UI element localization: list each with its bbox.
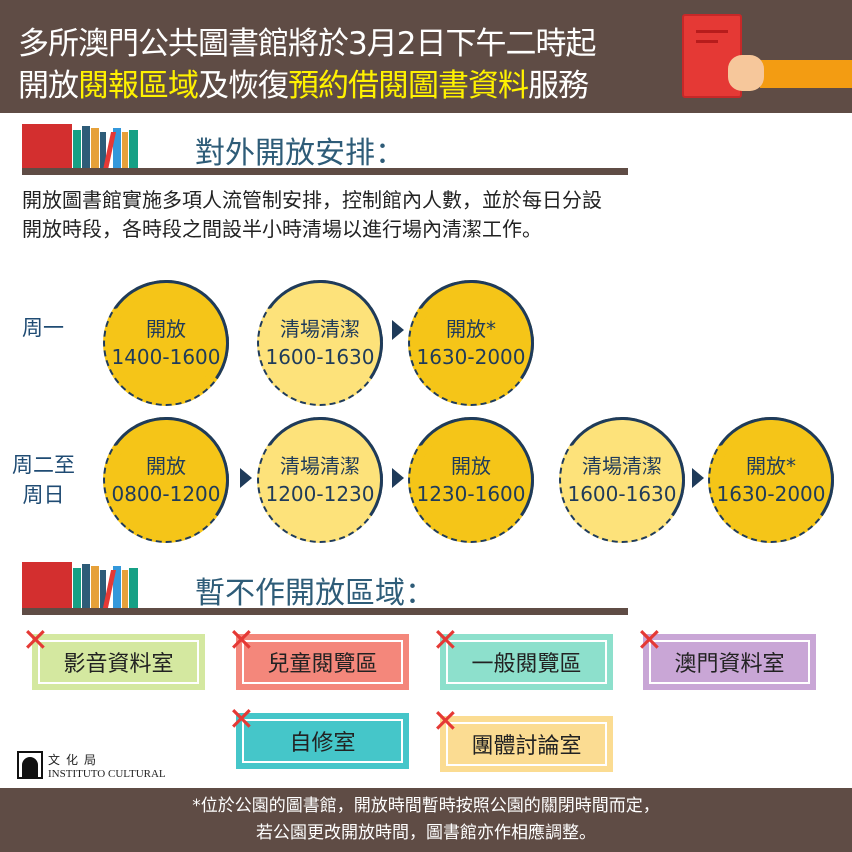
closed-area: 影音資料室 — [32, 634, 205, 690]
headline-line2: 開放閱報區域及恢復預約借閱圖書資料服務 — [18, 68, 589, 104]
slot-open: 開放*1630-2000 — [408, 280, 534, 406]
opening-description: 開放圖書館實施多項人流管制安排，控制館內人數，並於每日分設開放時段，各時段之間設… — [22, 188, 602, 241]
closed-area: 兒童閱覽區 — [236, 634, 409, 690]
arrow-icon — [240, 468, 252, 488]
section-title-opening: 對外開放安排： — [195, 136, 405, 171]
book-illustration — [682, 14, 742, 98]
closed-area: 澳門資料室 — [643, 634, 816, 690]
arrow-icon — [392, 320, 404, 340]
cross-icon: ✕ — [636, 621, 663, 659]
cross-icon: ✕ — [228, 700, 255, 738]
day-label-tue-sun: 周二至周日 — [12, 453, 75, 507]
closed-area: 團體討論室 — [440, 716, 613, 772]
slot-open: 開放*1630-2000 — [708, 417, 834, 543]
closed-area: 自修室 — [236, 713, 409, 769]
shelf-divider — [22, 608, 628, 615]
cross-icon: ✕ — [432, 621, 459, 659]
section-title-closed: 暫不作開放區域： — [195, 576, 435, 611]
hand-illustration — [728, 55, 764, 91]
footer-note: *位於公園的圖書館，開放時間暫時按照公園的關閉時間而定，若公園更改開放時間，圖書… — [0, 788, 852, 852]
day-label-monday: 周一 — [22, 316, 64, 340]
cross-icon: ✕ — [22, 621, 49, 659]
bookshelf-icon — [22, 562, 182, 608]
logo-mark-icon — [17, 751, 43, 779]
shelf-divider — [22, 168, 628, 175]
cross-icon: ✕ — [228, 621, 255, 659]
arrow-icon — [392, 468, 404, 488]
arm-illustration — [760, 60, 852, 88]
closed-area: 一般閱覽區 — [440, 634, 613, 690]
cross-icon: ✕ — [432, 702, 459, 740]
header-banner: 多所澳門公共圖書館將於3月2日下午二時起 開放閱報區域及恢復預約借閱圖書資料服務 — [0, 0, 852, 113]
bookshelf-icon — [22, 124, 182, 170]
arrow-icon — [692, 468, 704, 488]
headline-line1: 多所澳門公共圖書館將於3月2日下午二時起 — [18, 26, 596, 62]
